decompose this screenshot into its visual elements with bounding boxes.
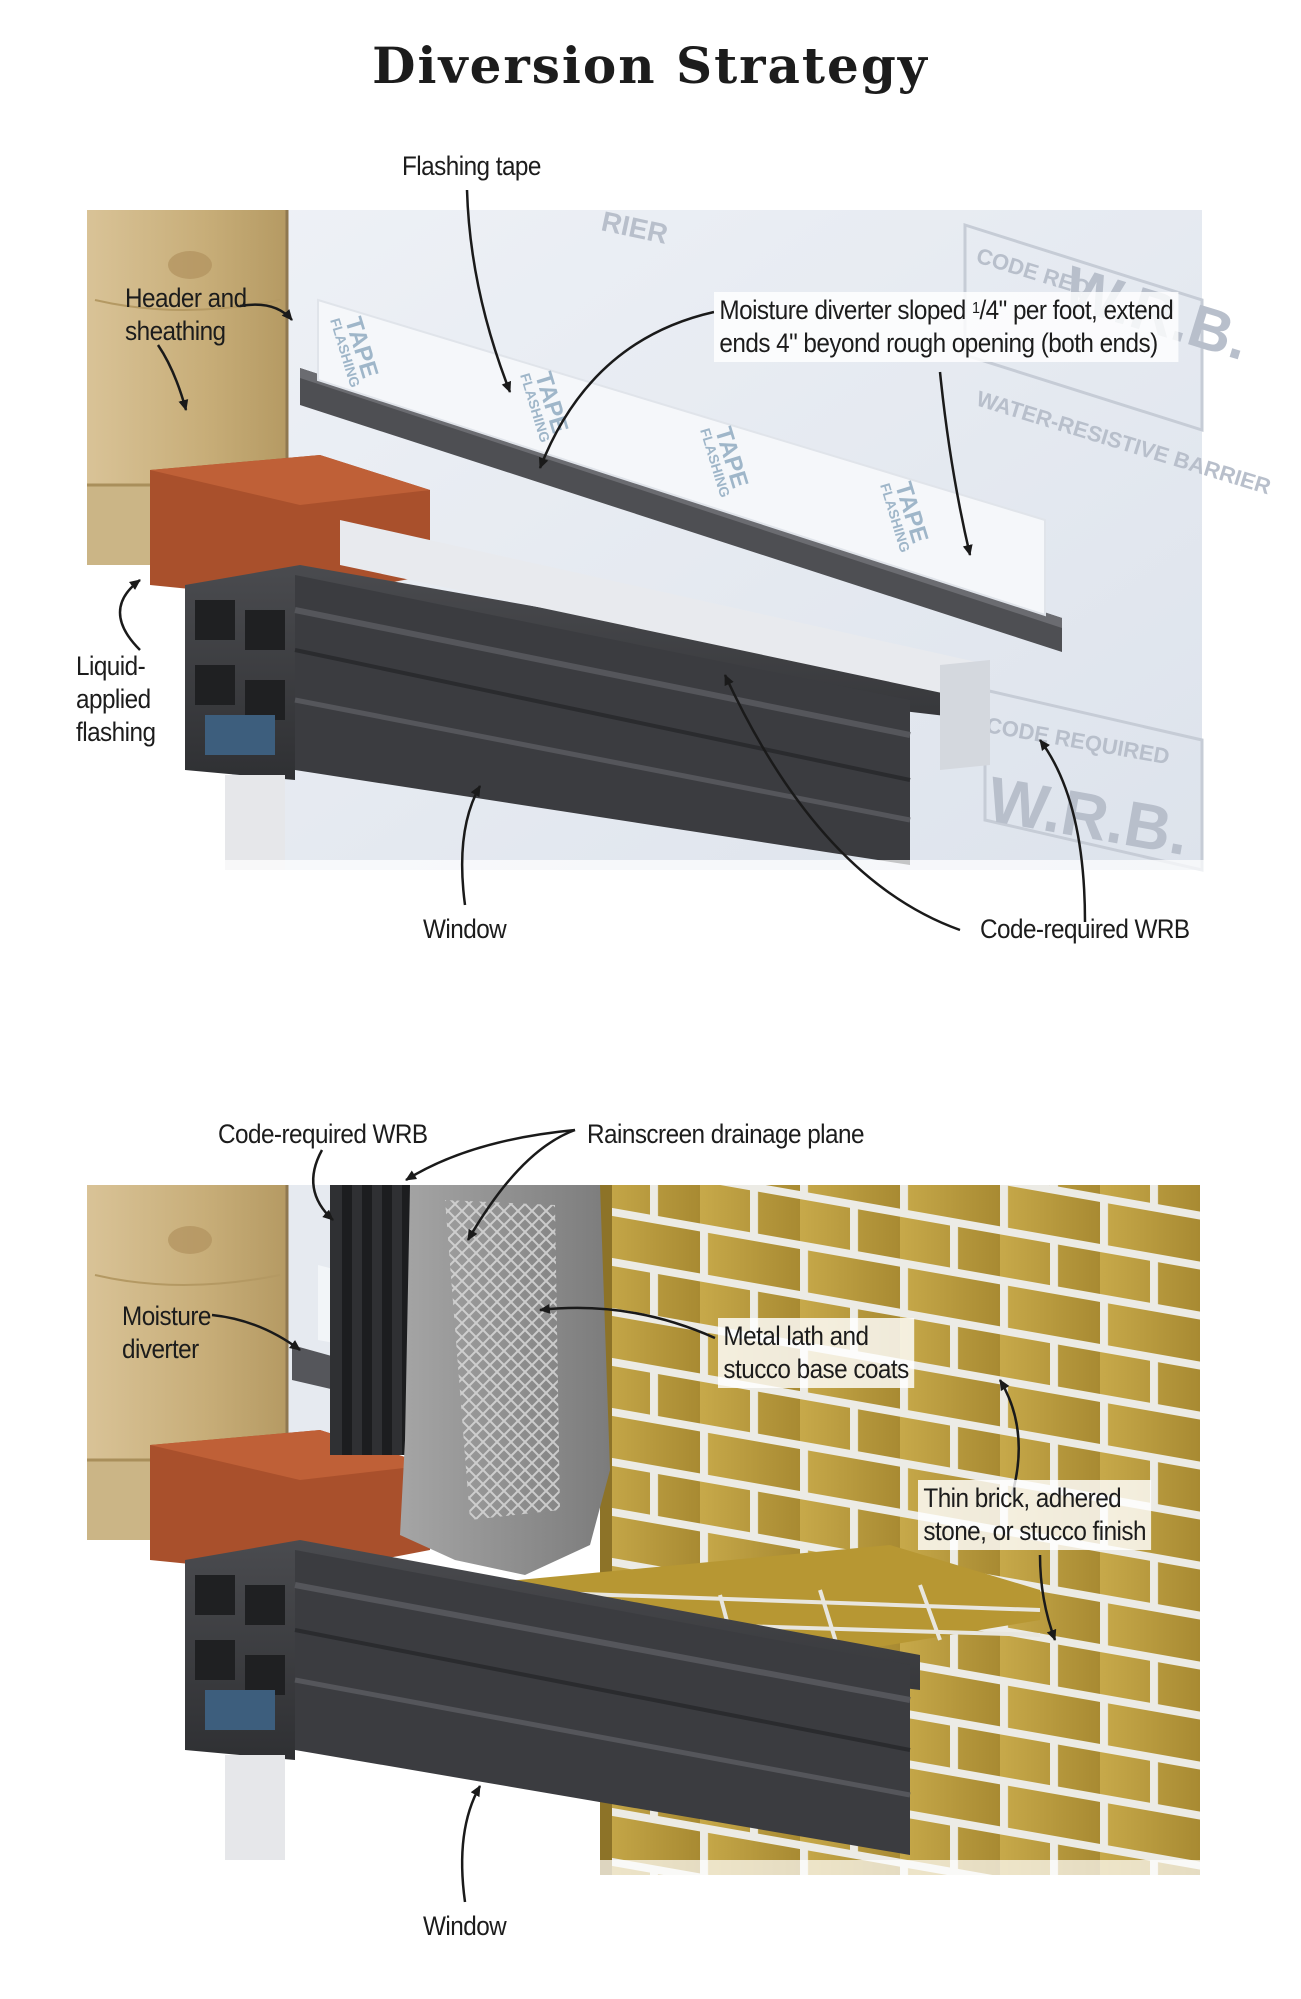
label-moisture-diverter: Moisture diverter xyxy=(122,1301,211,1364)
top-panel-leaders xyxy=(118,189,1087,932)
label-metal-lath: Metal lath and stucco base coats xyxy=(718,1318,915,1388)
window-head xyxy=(295,1550,910,1855)
label-thin-brick: Thin brick, adhered stone, or stucco fin… xyxy=(918,1480,1152,1550)
bottom-panel-leaders xyxy=(211,1128,1057,1903)
head-trim xyxy=(340,520,990,700)
label-wrb-top: Code-required WRB xyxy=(980,914,1190,944)
label-moisture-diverter-sloped: Moisture diverter sloped 1/4" per foot, … xyxy=(714,292,1179,362)
label-window-top: Window xyxy=(423,914,507,944)
label-flashing-tape: Flashing tape xyxy=(402,151,541,181)
label-rainscreen: Rainscreen drainage plane xyxy=(587,1119,865,1149)
label-header-sheathing: Header and sheathing xyxy=(125,283,247,346)
bottom-panel xyxy=(80,1185,1210,1880)
rainscreen-mat xyxy=(330,1185,415,1455)
flashing-tape xyxy=(317,298,1046,617)
diagram-title: Diversion Strategy xyxy=(372,36,929,95)
label-wrb-bottom: Code-required WRB xyxy=(218,1119,428,1149)
label-window-bottom: Window xyxy=(423,1911,507,1941)
metal-lath xyxy=(445,1200,560,1520)
label-liquid-applied-flashing: Liquid- applied flashing xyxy=(76,651,156,747)
